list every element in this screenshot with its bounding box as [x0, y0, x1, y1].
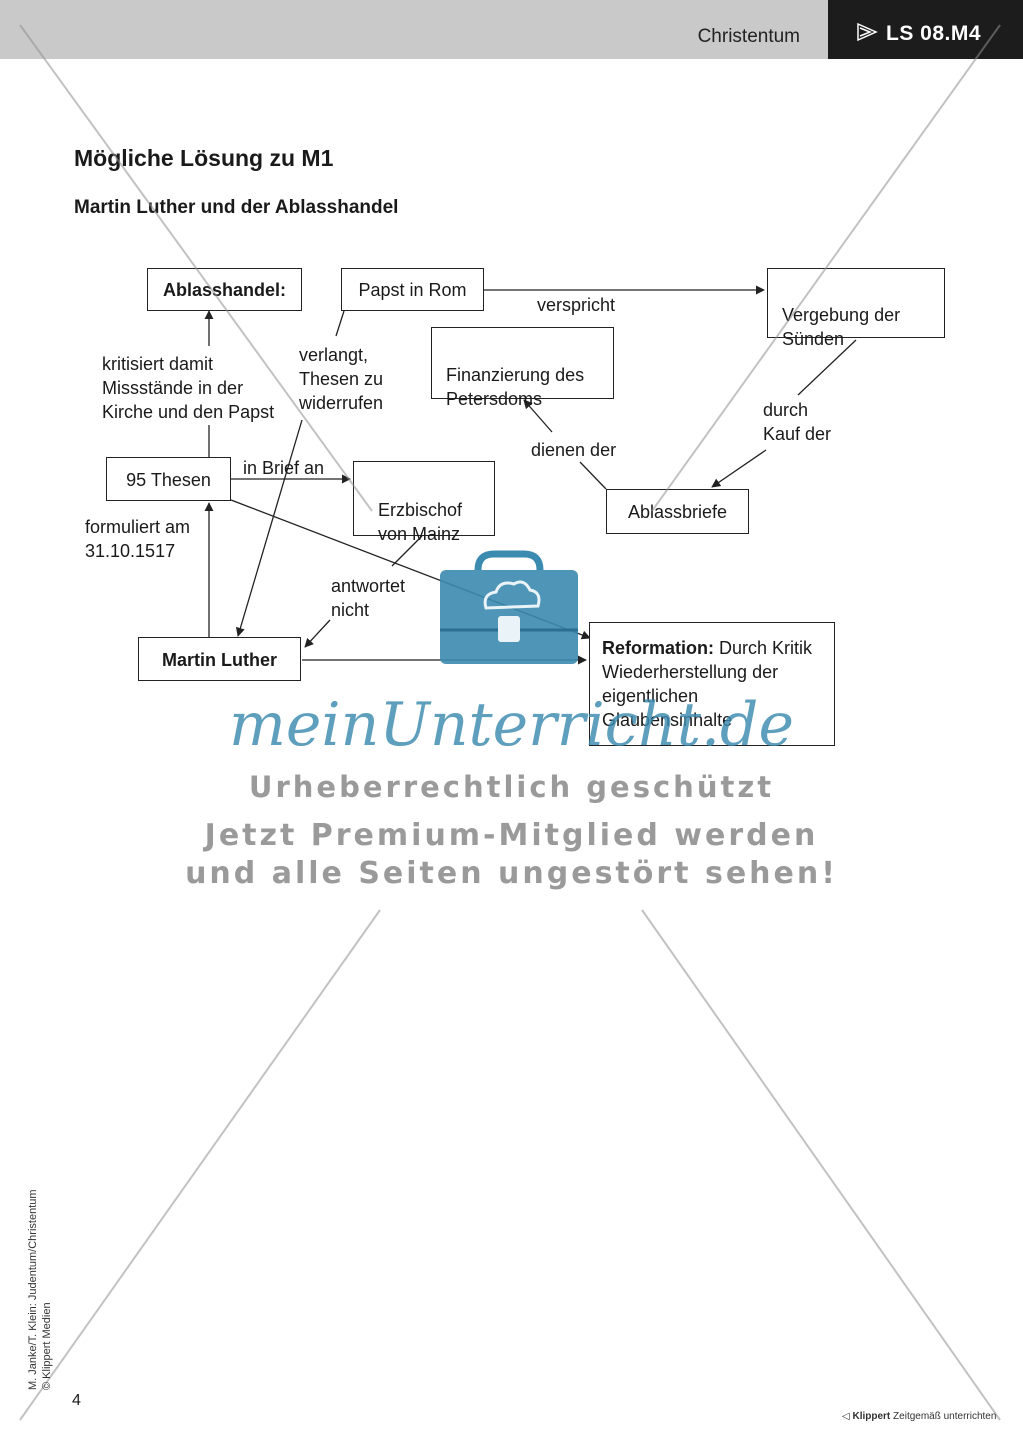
arrow-erzbischof-luther: [304, 619, 331, 648]
node-ablasshandel: Ablasshandel:: [147, 268, 302, 311]
node-ablassbriefe: Ablassbriefe: [606, 489, 749, 534]
arrow-vergebung-ablassbriefe-top: [797, 339, 857, 396]
arrow-papst-luther: [235, 419, 303, 637]
footer-brand: ◁ Klippert Zeitgemäß unterrichten: [842, 1411, 996, 1422]
arrow-erzbischof-luther-top: [391, 535, 423, 567]
material-code: LS 08.M4: [886, 22, 982, 45]
node-luther: Martin Luther: [138, 637, 301, 681]
footer-brand-name: Klippert: [852, 1411, 891, 1422]
footer-logo-icon: ◁: [842, 1411, 850, 1422]
label-verspricht: verspricht: [537, 295, 616, 315]
node-vergebung: Vergebung der Sünden: [767, 268, 945, 349]
label-durch-kauf: durch Kauf der: [763, 400, 832, 444]
watermark-line-1: Urheberrechtlich geschützt: [248, 770, 775, 804]
node-erzbischof: Erzbischof von Mainz: [353, 461, 495, 544]
label-dienen: dienen der: [531, 440, 617, 460]
node-reformation: Reformation: Durch Kritik Wiederherstell…: [589, 622, 835, 746]
watermark-brand: meinUnterricht.de: [229, 690, 794, 760]
arrow-ablassbriefe-finanzierung: [523, 399, 553, 433]
header-code-box: LS 08.M4: [828, 0, 1023, 59]
arrow-vergebung-ablassbriefe: [711, 449, 767, 488]
label-kritisiert: kritisiert damit Missstände in der Kirch…: [102, 354, 275, 422]
watermark-line-2: Jetzt Premium-Mitglied werden: [204, 818, 819, 853]
side-credit: M. Janke/T. Klein: Judentum/Christentum …: [26, 1189, 54, 1390]
arrow-papst-luther-top: [335, 310, 345, 337]
node-thesen: 95 Thesen: [106, 457, 231, 501]
briefcase-icon: [440, 550, 578, 664]
label-antwortet: antwortet nicht: [331, 576, 406, 620]
label-in-brief: in Brief an: [243, 458, 325, 478]
page-number: 4: [72, 1392, 81, 1409]
klippert-logo-icon: [857, 22, 878, 42]
watermark-line-3: und alle Seiten ungestört sehen!: [185, 856, 838, 891]
credit-line-2: © Klippert Medien: [41, 1302, 53, 1390]
footer-tagline: Zeitgemäß unterrichten: [893, 1411, 997, 1422]
label-verlangt: verlangt, Thesen zu widerrufen: [299, 345, 384, 413]
credit-line-1: M. Janke/T. Klein: Judentum/Christentum: [27, 1189, 39, 1390]
label-formuliert: formuliert am 31.10.1517: [85, 517, 191, 561]
node-finanzierung: Finanzierung des Petersdoms: [431, 327, 614, 409]
arrow-ablassbriefe-finanzierung-bottom: [579, 461, 607, 490]
header-subject: Christentum: [697, 26, 800, 47]
node-papst: Papst in Rom: [341, 268, 484, 311]
